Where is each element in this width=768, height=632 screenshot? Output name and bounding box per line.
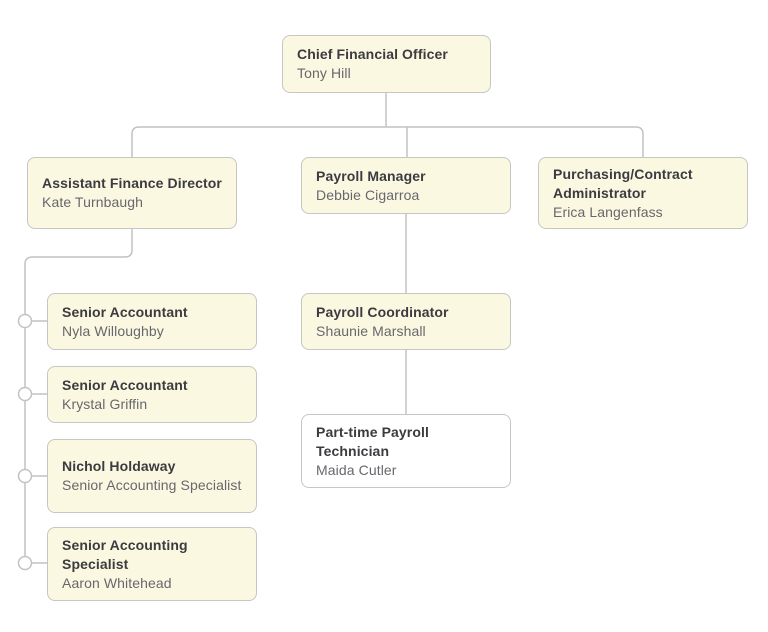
node-name: Kate Turnbaugh	[42, 194, 144, 210]
org-node-part-time-payroll-technician[interactable]: Part-time Payroll Technician Maida Cutle…	[301, 414, 511, 488]
org-node-senior-accountant-1[interactable]: Senior Accountant Nyla Willoughby	[47, 293, 257, 350]
node-title: Nichol Holdaway	[62, 458, 176, 474]
node-name: Debbie Cigarroa	[316, 186, 420, 203]
node-name: Maida Cutler	[316, 461, 397, 478]
org-node-payroll-coordinator[interactable]: Payroll Coordinator Shaunie Marshall	[301, 293, 511, 350]
branch-dot	[17, 313, 33, 329]
node-name: Shaunie Marshall	[316, 322, 426, 339]
node-title: Assistant Finance Director	[42, 175, 222, 191]
node-name: Tony Hill	[297, 65, 351, 81]
node-title: Purchasing/Contract Administrator	[553, 165, 693, 201]
node-title: Senior Accountant	[62, 303, 188, 320]
branch-dot	[17, 468, 33, 484]
node-name: Nyla Willoughby	[62, 322, 164, 339]
org-node-nichol-holdaway[interactable]: Nichol Holdaway Senior Accounting Specia…	[47, 439, 257, 513]
connector-top-bar	[131, 126, 644, 157]
org-node-cfo[interactable]: Chief Financial Officer Tony Hill	[282, 35, 491, 93]
org-node-senior-accountant-2[interactable]: Senior Accountant Krystal Griffin	[47, 366, 257, 423]
org-node-payroll-manager[interactable]: Payroll Manager Debbie Cigarroa	[301, 157, 511, 214]
node-name: Aaron Whitehead	[62, 574, 172, 591]
node-title: Payroll Coordinator	[316, 303, 449, 320]
node-title: Senior Accounting Specialist	[62, 536, 188, 572]
node-name: Erica Langenfass	[553, 203, 663, 220]
node-name: Krystal Griffin	[62, 395, 148, 412]
node-title: Senior Accountant	[62, 376, 188, 393]
branch-dot	[17, 555, 33, 571]
node-title: Payroll Manager	[316, 167, 426, 184]
node-title: Part-time Payroll Technician	[316, 423, 429, 459]
org-node-purchasing-contract-administrator[interactable]: Purchasing/Contract Administrator Erica …	[538, 157, 748, 229]
org-node-assistant-finance-director[interactable]: Assistant Finance Director Kate Turnbaug…	[27, 157, 237, 229]
org-node-senior-accounting-specialist[interactable]: Senior Accounting Specialist Aaron White…	[47, 527, 257, 601]
node-name: Senior Accounting Specialist	[62, 477, 242, 493]
node-title: Chief Financial Officer	[297, 46, 448, 62]
branch-dot	[17, 386, 33, 402]
